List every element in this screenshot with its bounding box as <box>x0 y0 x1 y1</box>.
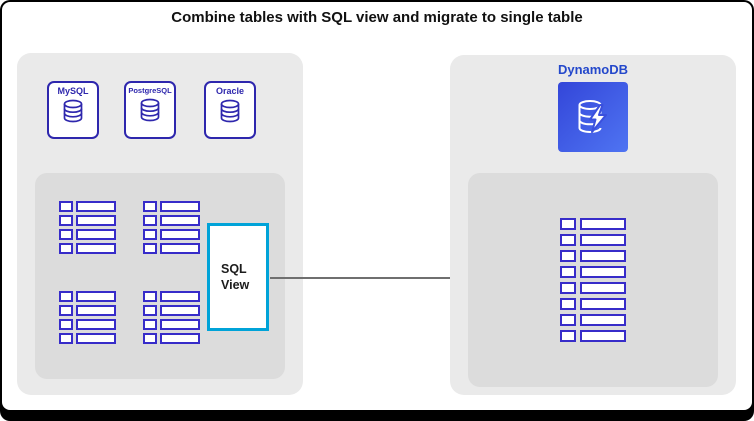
table-row <box>59 319 116 330</box>
table-row <box>59 243 116 254</box>
table-value-cell <box>580 250 626 262</box>
table-row <box>560 314 626 326</box>
table-row <box>59 333 116 344</box>
table-row <box>143 333 200 344</box>
table-value-cell <box>580 330 626 342</box>
source-table <box>143 201 200 254</box>
table-value-cell <box>76 333 116 344</box>
table-value-cell <box>160 215 200 226</box>
table-value-cell <box>160 333 200 344</box>
source-table <box>143 291 200 344</box>
table-key-cell <box>560 266 576 278</box>
table-key-cell <box>59 229 73 240</box>
table-value-cell <box>580 298 626 310</box>
target-table-panel <box>468 173 718 387</box>
table-row <box>143 319 200 330</box>
source-table <box>59 291 116 344</box>
table-key-cell <box>59 215 73 226</box>
lightning-bolt-icon <box>589 104 607 133</box>
table-row <box>560 250 626 262</box>
table-value-cell <box>76 229 116 240</box>
table-key-cell <box>143 319 157 330</box>
table-row <box>560 234 626 246</box>
table-row <box>143 215 200 226</box>
table-row <box>560 330 626 342</box>
table-key-cell <box>143 333 157 344</box>
table-value-cell <box>76 243 116 254</box>
sql-view-box: SQL View <box>207 223 269 331</box>
mysql-engine-card: MySQL <box>47 81 99 139</box>
table-key-cell <box>143 291 157 302</box>
table-value-cell <box>76 201 116 212</box>
table-key-cell <box>59 291 73 302</box>
target-table <box>560 218 626 342</box>
table-row <box>143 201 200 212</box>
table-key-cell <box>560 330 576 342</box>
source-panel: MySQL PostgreSQL Oracle <box>17 53 303 395</box>
table-value-cell <box>160 291 200 302</box>
database-cylinder-icon <box>220 99 240 123</box>
table-key-cell <box>143 243 157 254</box>
table-row <box>59 305 116 316</box>
table-key-cell <box>143 201 157 212</box>
table-key-cell <box>59 319 73 330</box>
table-key-cell <box>59 243 73 254</box>
table-value-cell <box>580 218 626 230</box>
table-key-cell <box>560 314 576 326</box>
table-key-cell <box>560 250 576 262</box>
table-value-cell <box>580 234 626 246</box>
page-title: Combine tables with SQL view and migrate… <box>171 9 583 26</box>
mysql-label: MySQL <box>57 86 89 96</box>
table-row <box>143 243 200 254</box>
postgresql-label: PostgreSQL <box>128 86 172 95</box>
database-lightning-icon <box>578 100 607 133</box>
table-row <box>143 229 200 240</box>
source-table <box>59 201 116 254</box>
postgresql-engine-card: PostgreSQL <box>124 81 176 139</box>
table-row <box>59 291 116 302</box>
table-value-cell <box>76 291 116 302</box>
table-key-cell <box>59 305 73 316</box>
dynamodb-label: DynamoDB <box>557 62 629 77</box>
table-row <box>59 215 116 226</box>
table-key-cell <box>59 201 73 212</box>
oracle-label: Oracle <box>215 86 245 96</box>
table-value-cell <box>76 215 116 226</box>
sql-view-label: SQL View <box>221 261 250 292</box>
table-key-cell <box>143 215 157 226</box>
table-key-cell <box>560 218 576 230</box>
table-row <box>560 218 626 230</box>
table-key-cell <box>560 234 576 246</box>
oracle-engine-card: Oracle <box>204 81 256 139</box>
table-value-cell <box>580 314 626 326</box>
source-tables-panel: SQL View <box>35 173 285 379</box>
table-value-cell <box>76 319 116 330</box>
table-key-cell <box>143 305 157 316</box>
table-value-cell <box>160 319 200 330</box>
table-row <box>143 305 200 316</box>
table-value-cell <box>160 305 200 316</box>
table-row <box>59 229 116 240</box>
table-key-cell <box>59 333 73 344</box>
database-cylinder-icon <box>63 99 83 123</box>
table-row <box>59 201 116 212</box>
table-value-cell <box>160 201 200 212</box>
table-value-cell <box>160 229 200 240</box>
table-value-cell <box>580 266 626 278</box>
table-key-cell <box>560 298 576 310</box>
table-value-cell <box>160 243 200 254</box>
table-row <box>560 298 626 310</box>
table-key-cell <box>143 229 157 240</box>
table-key-cell <box>560 282 576 294</box>
target-panel: DynamoDB <box>450 55 736 395</box>
table-row <box>560 282 626 294</box>
table-row <box>560 266 626 278</box>
table-value-cell <box>580 282 626 294</box>
database-cylinder-icon <box>140 98 160 122</box>
table-row <box>143 291 200 302</box>
table-value-cell <box>76 305 116 316</box>
dynamodb-icon <box>558 82 628 152</box>
